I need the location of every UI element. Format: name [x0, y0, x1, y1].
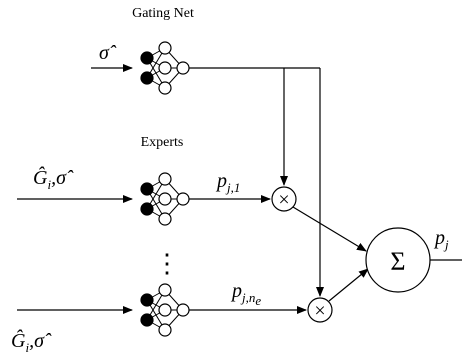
multiply-symbol-bottom: × — [314, 300, 325, 322]
sum-symbol: Σ — [390, 247, 405, 276]
final-output-label: pj — [433, 227, 449, 252]
expert-bottom-input-label: Ĝi,σ̂ — [11, 328, 52, 355]
gating-input-label: σ̂ — [99, 42, 117, 64]
multiply-symbol-top: × — [278, 189, 289, 211]
expert-top-output-label: pj,1 — [215, 170, 240, 195]
mult1-to-sum-arrow — [292, 206, 367, 252]
expert-bottom-output-label: pj,ne — [230, 280, 261, 308]
expert-top-input-label: Ĝi,σ̂ — [33, 165, 74, 192]
multiply-node-top — [271, 186, 297, 212]
gating-net-title: Gating Net — [132, 6, 194, 21]
multiply-node-bottom — [307, 297, 333, 323]
expert-top-network-icon — [140, 172, 190, 226]
mult2-to-sum-arrow — [328, 268, 369, 302]
gating-network-icon — [140, 41, 190, 95]
experts-title: Experts — [141, 135, 184, 150]
expert-bottom-network-icon — [140, 283, 190, 337]
experts-ellipsis: ⋮ — [154, 249, 180, 278]
